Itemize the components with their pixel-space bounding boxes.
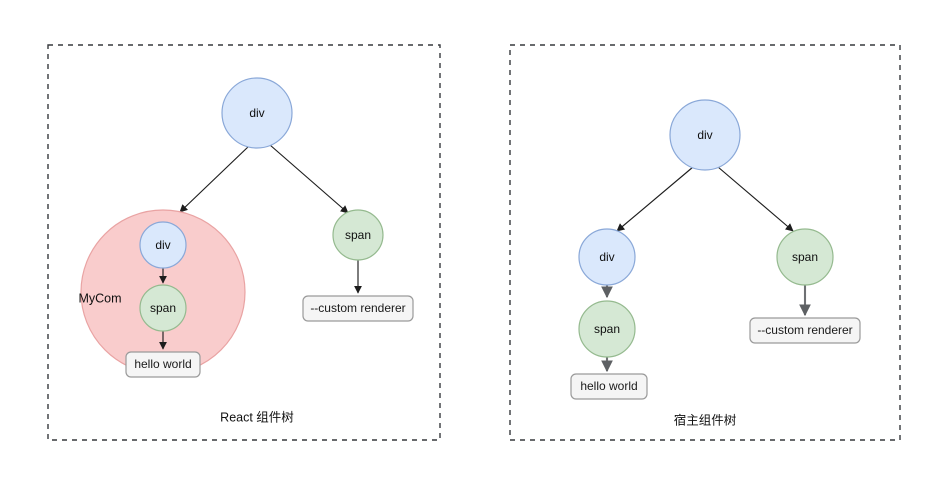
node-host-custom-renderer-label: --custom renderer bbox=[757, 323, 852, 337]
node-inner-div-label: div bbox=[155, 238, 170, 252]
node-host-root-div-circle[interactable] bbox=[669, 99, 741, 171]
node-host-hello-world-label: hello world bbox=[580, 379, 637, 393]
node-host-hello-world-box[interactable] bbox=[570, 373, 648, 400]
edge-host-root-to-span bbox=[717, 166, 794, 232]
panel-dashed-border-host bbox=[509, 44, 901, 441]
panel-dashed-border-react bbox=[47, 44, 441, 441]
node-custom-renderer-label: --custom renderer bbox=[310, 301, 405, 315]
node-hello-world-label: hello world bbox=[134, 357, 191, 371]
node-inner-span-label: span bbox=[150, 301, 176, 315]
edge-root-to-span bbox=[269, 144, 349, 214]
node-host-div-circle[interactable] bbox=[578, 228, 636, 286]
node-host-span-label: span bbox=[594, 322, 620, 336]
node-hello-world-box[interactable] bbox=[125, 351, 201, 378]
node-root-div-label: div bbox=[249, 106, 264, 120]
node-right-span-circle[interactable] bbox=[332, 209, 384, 261]
node-root-div-circle[interactable] bbox=[221, 77, 293, 149]
panel-caption-host: 宿主组件树 bbox=[674, 412, 737, 427]
node-custom-renderer-box[interactable] bbox=[302, 295, 414, 322]
edge-host-root-to-div bbox=[616, 166, 694, 232]
node-inner-span-circle[interactable] bbox=[139, 284, 187, 332]
panel-caption-react: React 组件树 bbox=[220, 409, 294, 424]
node-host-right-span-circle[interactable] bbox=[776, 228, 834, 286]
panel-host-component-tree: div div span hello world span --custom r… bbox=[509, 44, 901, 441]
panel-react-component-tree: MyCom div div span hello world span --cu… bbox=[47, 44, 441, 441]
node-inner-div-circle[interactable] bbox=[139, 221, 187, 269]
node-right-span-label: span bbox=[345, 228, 371, 242]
node-host-right-span-label: span bbox=[792, 250, 818, 264]
node-host-custom-renderer-box[interactable] bbox=[749, 317, 861, 344]
node-host-div-label: div bbox=[599, 250, 614, 264]
node-host-span-circle[interactable] bbox=[578, 300, 636, 358]
edge-root-to-mycom bbox=[179, 145, 250, 213]
node-host-root-div-label: div bbox=[697, 128, 712, 142]
mycom-group-label: MyCom bbox=[78, 291, 121, 305]
